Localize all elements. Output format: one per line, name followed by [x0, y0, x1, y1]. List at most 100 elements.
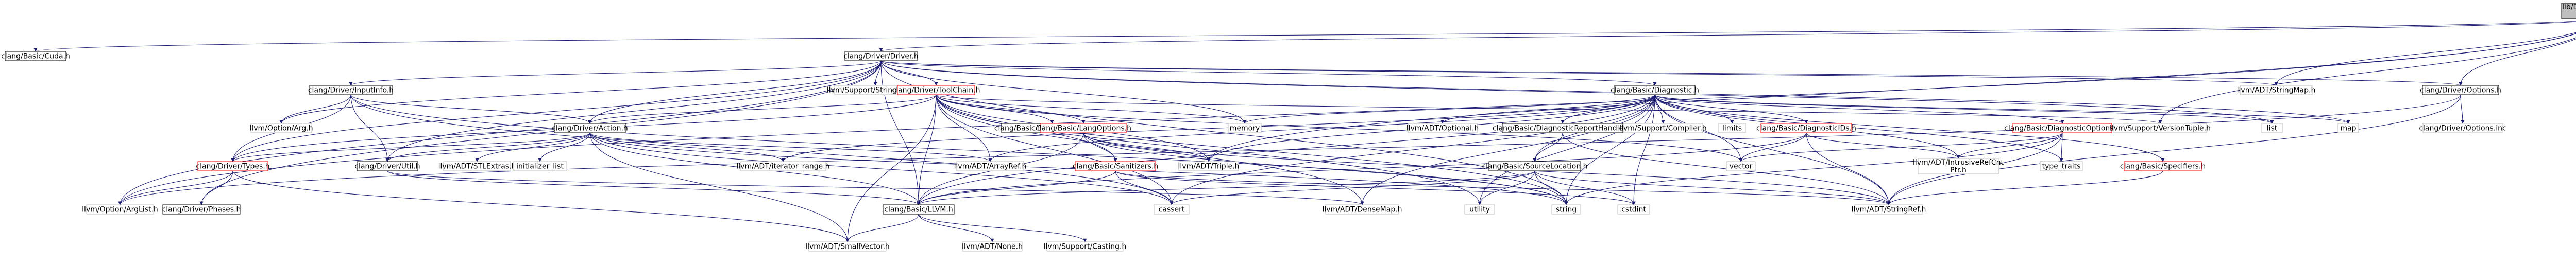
node-diagopts-label: clang/Basic/DiagnosticOptions.h	[2004, 125, 2121, 133]
node-adtoptional: llvm/ADT/Optional.h	[1406, 123, 1479, 133]
node-typetraits-label: type_traits	[2042, 163, 2081, 171]
edge-driver-to-action	[588, 60, 882, 124]
node-vector-box	[1726, 161, 1756, 171]
node-stringmap-label: llvm/ADT/StringMap.h	[2237, 86, 2316, 95]
node-srcloc-label: clang/Basic/SourceLocation.h	[1482, 163, 1587, 171]
node-iterrange: llvm/ADT/iterator_range.h	[736, 161, 830, 171]
edge-action-to-types	[231, 132, 590, 162]
node-diagreport[interactable]: clang/Basic/DiagnosticReportHandler.h	[1493, 123, 1633, 133]
edge-langopts-to-sanitizers	[1083, 132, 1117, 162]
edge-inputinfo-to-util	[350, 94, 389, 162]
node-sanitizers[interactable]: clang/Basic/Sanitizers.h	[1073, 161, 1158, 171]
node-vector: vector	[1726, 161, 1756, 171]
node-inputinfo[interactable]: clang/Driver/InputInfo.h	[308, 85, 394, 95]
node-stlextras-box	[443, 161, 511, 171]
node-intrusive-label: llvm/ADT/IntrusiveRefCnt	[1913, 158, 2004, 167]
node-cstdint: cstdint	[1617, 204, 1650, 215]
edge-diagopts-to-intrusive	[1956, 132, 2063, 159]
edge-diagids-to-intrusive	[1806, 132, 1960, 159]
node-none-box	[962, 241, 1023, 252]
node-driver-label: clang/Driver/Driver.h	[843, 52, 919, 61]
node-srcloc-box	[1488, 161, 1581, 171]
node-utility-box	[1464, 204, 1495, 215]
node-cstdint-label: cstdint	[1621, 206, 1646, 214]
node-specifiers-box	[2124, 161, 2202, 171]
node-phases[interactable]: clang/Driver/Phases.h	[162, 204, 241, 215]
edge-types-to-phases	[199, 170, 233, 205]
node-driver[interactable]: clang/Driver/Driver.h	[843, 51, 919, 61]
edge-langopts-to-stringref	[1083, 132, 1891, 205]
edge-action-to-smallvector	[589, 132, 850, 242]
edge-driver-to-arglist	[118, 60, 882, 205]
node-list-box	[2261, 123, 2283, 133]
edge-root-to-cuda	[34, 21, 2576, 52]
edge-diagnostic-to-iterrange	[781, 94, 1655, 162]
node-srcloc[interactable]: clang/Basic/SourceLocation.h	[1482, 161, 1588, 171]
node-specifiers[interactable]: clang/Basic/Specifiers.h	[2120, 161, 2206, 171]
node-action[interactable]: clang/Driver/Action.h	[552, 123, 628, 133]
node-diagnostic-label: clang/Basic/Diagnostic.h	[1611, 86, 1699, 95]
node-util[interactable]: clang/Driver/Util.h	[354, 161, 420, 171]
edge-diagnostic-to-cassert	[1170, 94, 1655, 205]
node-root-label: lib/Driver/ToolChains	[2562, 3, 2576, 11]
node-cassert: cassert	[1154, 204, 1190, 215]
node-diagids[interactable]: clang/Basic/DiagnosticIDs.h	[1756, 123, 1856, 133]
edge-driver-to-llvmh	[880, 60, 921, 205]
edge-srcloc-to-cstdint	[1534, 170, 1636, 205]
node-smallvector: llvm/ADT/SmallVector.h	[805, 241, 890, 252]
node-triple-box	[1178, 161, 1239, 171]
edge-options_h-to-optionsinc	[2460, 94, 2465, 124]
node-map: map	[2337, 123, 2359, 133]
node-cassert-label: cassert	[1159, 206, 1185, 214]
edge-driver-to-diagnostic	[880, 60, 1657, 86]
node-phases-box	[162, 204, 241, 215]
node-limits-label: limits	[1722, 125, 1742, 133]
node-string-label: string	[1556, 206, 1577, 214]
node-arglist-box	[86, 204, 154, 215]
node-iterrange-box	[740, 161, 826, 171]
node-toolchain[interactable]: clang/Driver/ToolChain.h	[892, 85, 980, 95]
node-map-box	[2337, 123, 2359, 133]
node-langopts[interactable]: clang/Basic/LangOptions.h	[1036, 123, 1131, 133]
edge-toolchain-to-arrayref	[936, 94, 992, 162]
node-optionarg-label: llvm/Option/Arg.h	[249, 125, 313, 133]
node-versiontuple: llvm/Support/VersionTuple.h	[2110, 123, 2211, 133]
node-compiler: llvm/Support/Compiler.h	[1619, 123, 1707, 133]
node-arrayref-label: llvm/ADT/ArrayRef.h	[954, 163, 1027, 171]
node-initlist-label: initializer_list	[516, 163, 564, 171]
node-limits-box	[1718, 123, 1746, 133]
node-smallvector-label: llvm/ADT/SmallVector.h	[805, 243, 890, 251]
edge-driver-to-stringmap	[880, 60, 2278, 86]
edge-srcloc-to-cassert	[1170, 170, 1535, 205]
edge-specifiers-to-stringref	[1887, 170, 2163, 205]
node-llvmh-label: clang/Basic/LLVM.h	[884, 206, 953, 214]
edge-srcloc-to-llvmh	[917, 170, 1535, 205]
edge-diagnostic-to-stringref	[1654, 94, 1891, 205]
edge-driver-to-memory	[880, 60, 1247, 124]
node-adtoptional-box	[1408, 123, 1478, 133]
node-types[interactable]: clang/Driver/Types.h	[196, 161, 270, 171]
edge-sanitizers-to-llvmh	[917, 170, 1116, 205]
node-options_h[interactable]: clang/Driver/Options.h	[2420, 85, 2501, 95]
edge-driver-to-util	[385, 60, 882, 162]
node-arrayref-box	[956, 161, 1024, 171]
node-llvmh[interactable]: clang/Basic/LLVM.h	[883, 204, 955, 215]
node-toolchain-label: clang/Driver/ToolChain.h	[892, 86, 980, 95]
node-diagnostic[interactable]: clang/Basic/Diagnostic.h	[1611, 85, 1699, 95]
edge-root-to-triple	[1207, 33, 2576, 162]
edge-diagnostic-to-densemap	[1360, 94, 1655, 205]
node-adtoptional-label: llvm/ADT/Optional.h	[1406, 125, 1479, 133]
node-cassert-box	[1154, 204, 1190, 215]
node-iterrange-label: llvm/ADT/iterator_range.h	[736, 163, 829, 171]
node-intrusive-label: Ptr.h	[1950, 166, 1967, 174]
node-diagopts[interactable]: clang/Basic/DiagnosticOptions.h	[2004, 123, 2121, 133]
edge-diagopts-to-typetraits	[2059, 132, 2063, 162]
node-cuda[interactable]: clang/Basic/Cuda.h	[1, 51, 70, 61]
edge-util-to-llvmh	[387, 170, 921, 205]
edge-llvmh-to-smallvector	[845, 214, 919, 242]
edge-action-to-util	[385, 132, 590, 162]
edge-diagnostic-to-map	[1654, 94, 2350, 124]
node-toolchain-box	[897, 85, 975, 95]
